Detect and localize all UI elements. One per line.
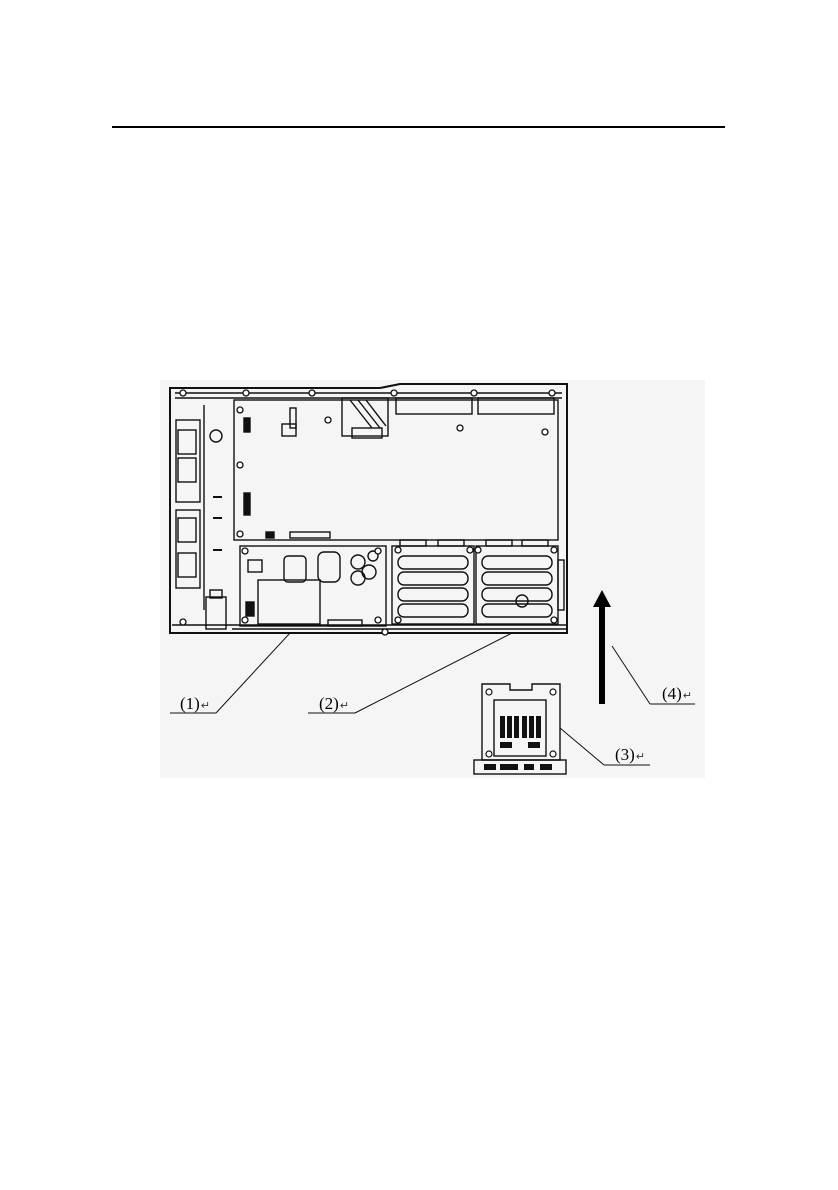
callout-2-text: (2) bbox=[319, 694, 339, 713]
callout-2: (2)↵ bbox=[319, 694, 349, 716]
callout-2-return-mark: ↵ bbox=[340, 700, 349, 712]
callout-4: (4)↵ bbox=[662, 684, 692, 706]
callout-4-return-mark: ↵ bbox=[683, 690, 692, 702]
callout-1: (1)↵ bbox=[180, 694, 210, 716]
callout-1-text: (1) bbox=[180, 694, 200, 713]
callout-1-return-mark: ↵ bbox=[201, 700, 210, 712]
figure-background bbox=[160, 380, 705, 778]
callout-3: (3)↵ bbox=[615, 745, 645, 767]
callout-3-text: (3) bbox=[615, 745, 635, 764]
callout-3-return-mark: ↵ bbox=[636, 751, 645, 763]
callout-4-text: (4) bbox=[662, 684, 682, 703]
